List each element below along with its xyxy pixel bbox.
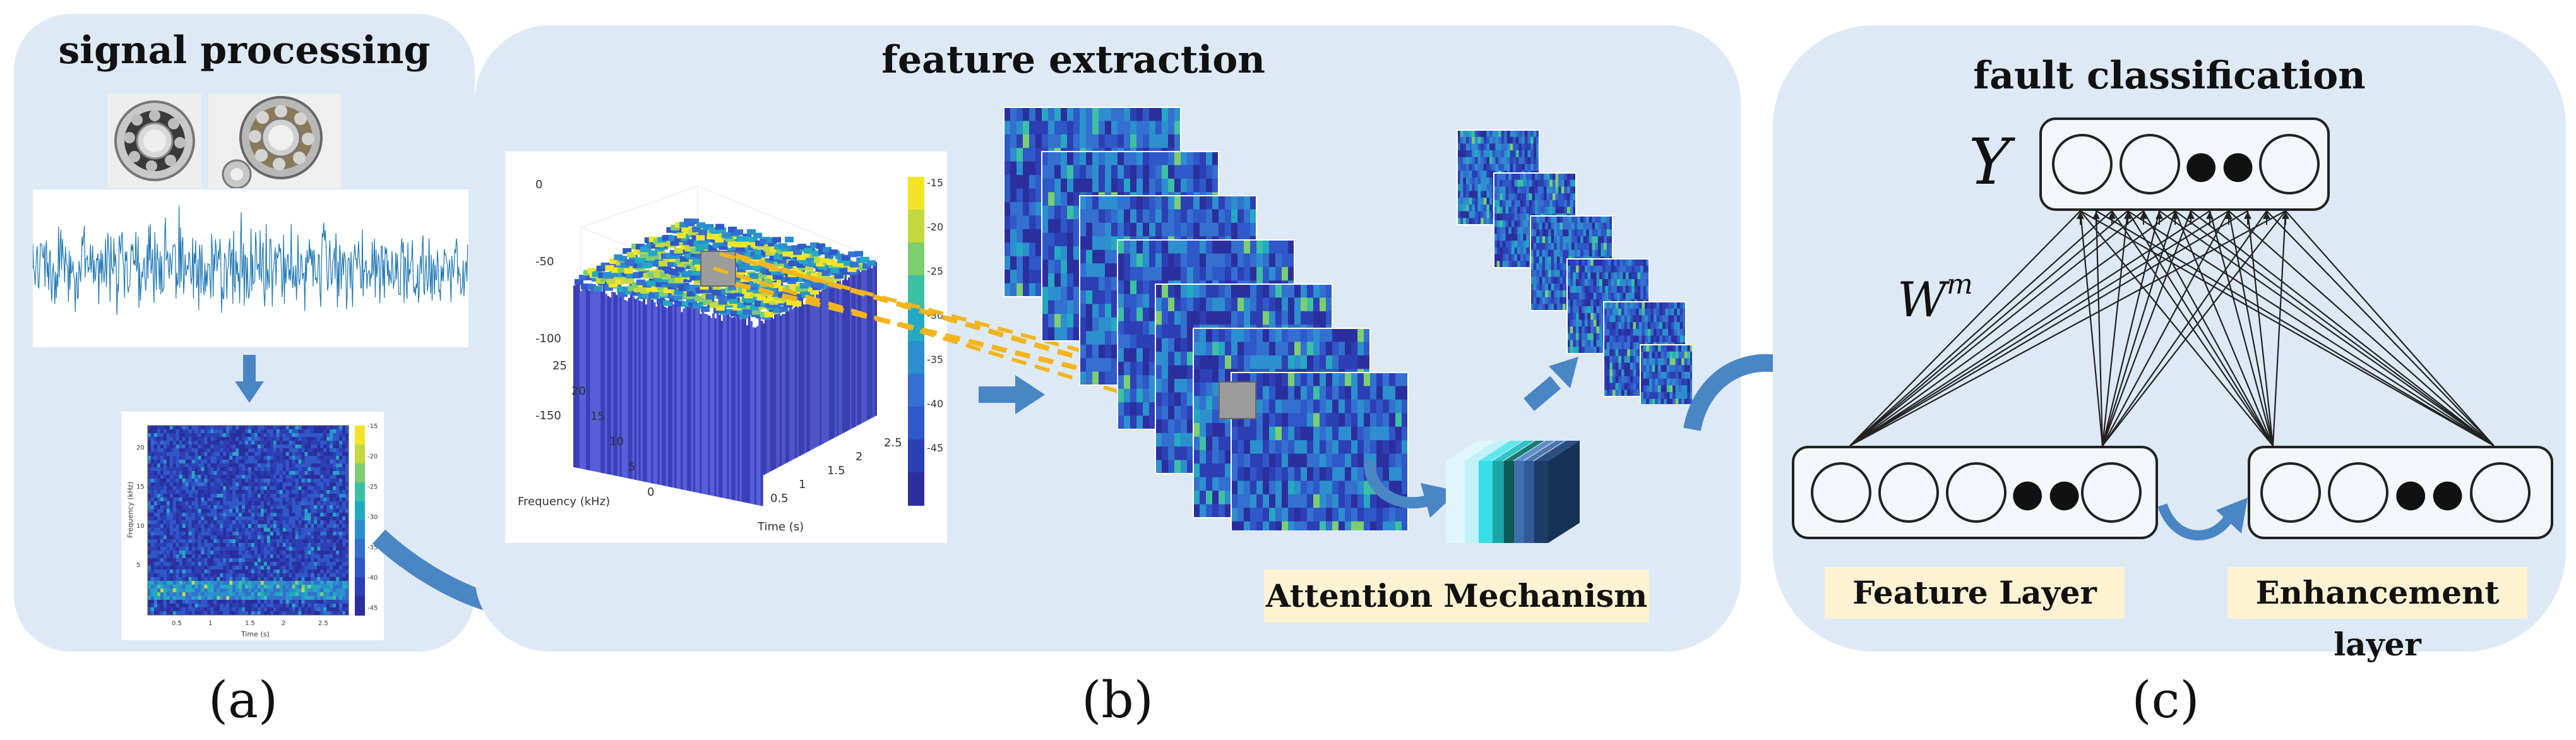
attention-channel-block	[1446, 441, 1580, 543]
bearing-photo-large	[208, 93, 341, 188]
enhancement-layer-tag: Enhancement layer	[2227, 567, 2527, 663]
weight-symbol-w: W	[1897, 272, 1947, 328]
enhancement-node	[2470, 462, 2531, 523]
arrow-to-feature-maps	[979, 375, 1045, 414]
weight-symbol: Wm	[1897, 268, 1973, 328]
surface-colorbar-tick: -25	[927, 265, 943, 277]
surface-colorbar-tick: -45	[927, 442, 943, 454]
output-node	[2120, 134, 2180, 194]
output-symbol-y: Y	[1969, 125, 2011, 199]
spectrogram-xtick: 1.5	[245, 620, 255, 627]
vibration-signal-waveform	[33, 189, 468, 347]
surface-xtick: 1.5	[827, 464, 845, 477]
connection-lines	[1849, 210, 2495, 446]
spectrogram-xtick: 1	[208, 620, 212, 627]
bearing-photo-small	[107, 93, 202, 188]
spectrogram-ytick: 5	[136, 562, 140, 569]
surface-ytick: 0	[647, 486, 654, 499]
spectrogram-xlabel: Time (s)	[241, 630, 270, 638]
attended-slice	[1566, 258, 1650, 354]
feature-node	[2081, 462, 2142, 523]
surface-ztick: 0	[535, 178, 542, 191]
spectrogram-colorbar-tick: -15	[367, 423, 378, 430]
surface-colorbar-tick: -35	[927, 354, 943, 366]
weight-superscript-m: m	[1947, 268, 1973, 301]
enhancement-node	[2328, 462, 2388, 523]
output-node	[2052, 134, 2113, 194]
spectrogram-colorbar-tick: -45	[367, 605, 378, 612]
feature-node	[1878, 462, 1939, 523]
spectrogram-colorbar-tick: -25	[367, 484, 378, 491]
arrow-up-right	[1524, 357, 1578, 411]
surface-xlabel: Time (s)	[757, 520, 804, 534]
panel-a-title: signal processing	[58, 28, 431, 73]
spectrogram-ytick: 20	[136, 445, 145, 451]
spectrogram-ytick: 10	[136, 523, 145, 530]
surface-xtick: 2.5	[884, 436, 902, 450]
surface-xtick: 2	[856, 450, 862, 463]
feature-node	[1811, 462, 1871, 523]
spectrogram-ylabel: Frequency (kHz)	[126, 482, 134, 538]
attention-mechanism-tag: Attention Mechanism	[1264, 570, 1649, 623]
surface-ylabel: Frequency (kHz)	[518, 495, 610, 508]
panel-c-title: fault classification	[1973, 54, 2366, 98]
surface-ztick: -100	[535, 332, 561, 345]
surface-ztick: -50	[535, 255, 554, 268]
spectrogram-xtick: 2	[282, 620, 285, 627]
surface-xtick: 1	[799, 478, 806, 491]
attended-feature-slices	[1457, 129, 1692, 404]
surface-ytick: 25	[552, 359, 567, 373]
panel-c-label: (c)	[2132, 671, 2200, 729]
spectrogram-xtick: 0.5	[172, 620, 182, 627]
surface-colorbar-tick: -20	[927, 221, 943, 233]
spectrogram-ytick: 15	[136, 484, 145, 491]
enhancement-node	[2260, 462, 2321, 523]
surface-ytick: 5	[628, 460, 635, 474]
attended-slice	[1640, 344, 1692, 404]
spectrogram-xtick: 2.5	[318, 620, 328, 627]
feature-layer-tag: Feature Layer	[1825, 567, 2125, 619]
down-arrow	[235, 355, 264, 403]
surface-xtick: 0.5	[770, 492, 789, 505]
feature-map	[1231, 372, 1409, 530]
spectrogram-cells	[148, 426, 349, 616]
surface-colorbar-tick: -15	[927, 177, 943, 189]
surface-ytick: 20	[571, 385, 586, 398]
surface-ztick: -150	[535, 409, 561, 422]
panel-b-title: feature extraction	[881, 38, 1265, 82]
spectrogram-colorbar-tick: -20	[367, 453, 378, 460]
panel-a-label: (a)	[208, 671, 278, 729]
patch-on-feature-map	[1219, 381, 1256, 419]
output-node	[2259, 134, 2320, 194]
surface-front-face	[573, 280, 763, 506]
spectrogram-plot: -15 -20 -25 -30 -35 -40 -45 Frequency (kHz) Ti…	[126, 423, 378, 638]
panel-b-label: (b)	[1082, 671, 1154, 729]
surface-ytick: 10	[609, 435, 624, 448]
surface-colorbar-tick: -40	[927, 398, 943, 410]
feature-to-enhancement-arrow	[2157, 498, 2248, 540]
feature-map-stack	[1003, 107, 1409, 530]
spectrogram-colorbar-tick: -35	[367, 544, 378, 551]
waveform-trace	[33, 205, 468, 316]
feature-node	[1946, 462, 2007, 523]
spectrogram-colorbar-tick: -40	[367, 575, 378, 582]
surface-ytick: 15	[590, 410, 605, 423]
spectrogram-colorbar-tick: -30	[367, 514, 378, 521]
